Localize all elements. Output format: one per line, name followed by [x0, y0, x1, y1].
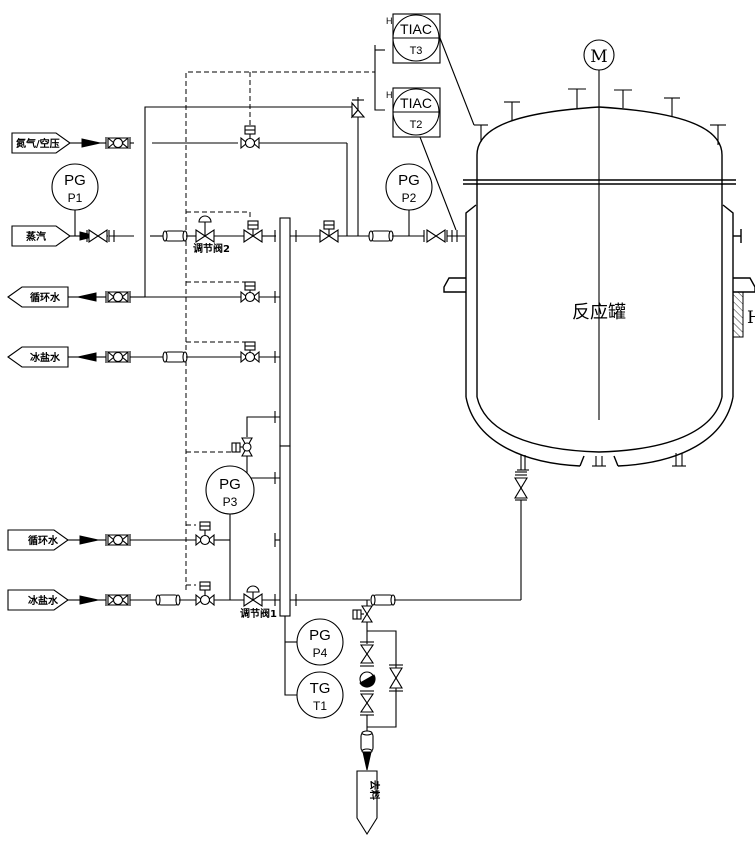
- instrument-t3: TIAC T3 H: [386, 13, 441, 64]
- svg-text:H: H: [386, 16, 393, 26]
- top-nozzles: [474, 88, 726, 145]
- stream-nitrogen-inlet: 氮气/空压: [11, 132, 134, 154]
- relief-valve: [350, 97, 366, 236]
- level-indicator-label: H: [747, 308, 755, 328]
- stream-label-steam: 蒸汽: [26, 230, 46, 243]
- svg-text:T2: T2: [410, 119, 423, 131]
- agitator-motor: M: [583, 39, 615, 71]
- svg-text:T3: T3: [410, 45, 423, 57]
- svg-text:P4: P4: [313, 646, 328, 660]
- steam-main-line: 调节阀2: [150, 215, 276, 255]
- svg-text:T1: T1: [313, 699, 327, 713]
- jacket-inlet-line: [290, 220, 465, 243]
- stream-label-cw-return: 循环水: [30, 291, 61, 304]
- instrument-t2: TIAC T2 H: [386, 87, 441, 138]
- svg-text:TIAC: TIAC: [400, 21, 432, 37]
- instrument-p2: PG P2: [385, 163, 433, 236]
- vent-valve: [231, 437, 253, 457]
- svg-text:PG: PG: [64, 172, 86, 189]
- svg-text:PG: PG: [398, 172, 420, 189]
- svg-text:TG: TG: [310, 680, 331, 697]
- svg-text:PG: PG: [219, 476, 241, 493]
- jacket-bottom-valve: [514, 471, 528, 501]
- svg-text:H: H: [386, 90, 393, 100]
- svg-text:P1: P1: [68, 191, 83, 205]
- stream-label-cw-supply: 循环水: [28, 534, 59, 547]
- instrument-p3: PG P3: [205, 465, 255, 515]
- stream-steam-inlet: 蒸汽: [11, 225, 134, 247]
- label-control-valve-2: 调节阀2: [193, 242, 230, 255]
- stream-label-nitrogen: 氮气/空压: [16, 137, 60, 150]
- stream-outlet: 去料: [356, 770, 381, 836]
- instrument-p1: PG P1: [51, 163, 99, 236]
- jacket-manifold: [279, 217, 291, 617]
- instrument-t1: TG T1: [296, 671, 344, 719]
- stream-label-brine-supply: 冰盐水: [28, 594, 59, 607]
- stream-cw-supply: 循环水: [7, 529, 196, 551]
- reactor-vessel: H 反应罐: [443, 68, 755, 471]
- motor-label: M: [590, 47, 607, 67]
- steam-trap-assembly: [352, 600, 403, 771]
- stream-cw-return: 循环水: [7, 286, 145, 308]
- svg-text:PG: PG: [309, 627, 331, 644]
- instrument-p4: PG P4: [296, 618, 344, 666]
- stream-label-brine-return: 冰盐水: [30, 351, 61, 364]
- stream-brine-return: 冰盐水: [7, 346, 164, 368]
- svg-text:TIAC: TIAC: [400, 95, 432, 111]
- vessel-label: 反应罐: [572, 302, 626, 323]
- stream-label-outlet: 去料: [368, 780, 381, 800]
- svg-text:P3: P3: [223, 495, 238, 509]
- label-control-valve-1: 调节阀1: [240, 607, 277, 620]
- stream-brine-supply: 冰盐水: [7, 589, 158, 611]
- svg-text:P2: P2: [402, 191, 417, 205]
